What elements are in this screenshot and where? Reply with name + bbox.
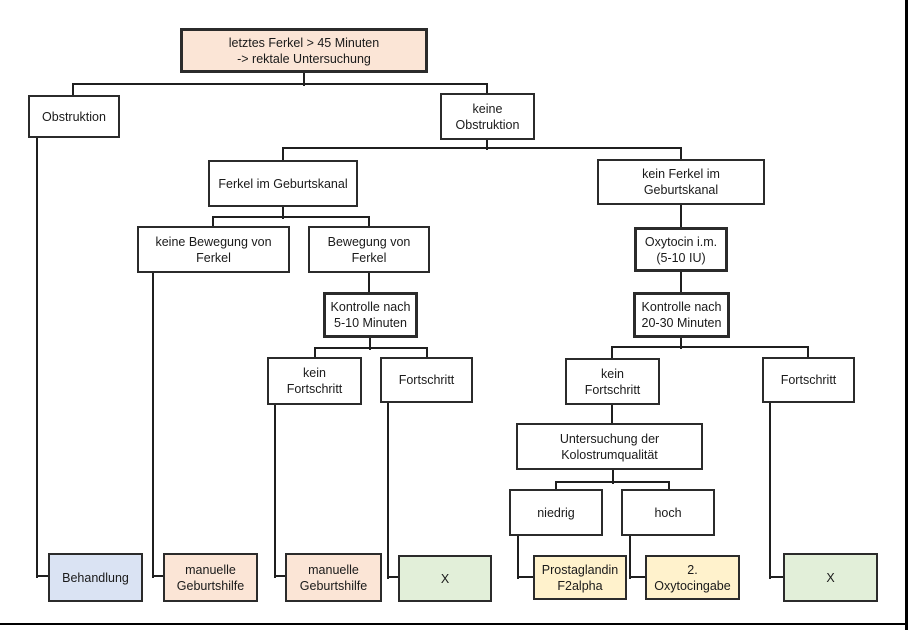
connector-line	[680, 205, 682, 227]
node-label: 2. Oxytocingabe	[654, 562, 731, 593]
node-label: letztes Ferkel > 45 Minuten -> rektale U…	[228, 35, 380, 66]
node-label: niedrig	[537, 505, 575, 520]
node-root: letztes Ferkel > 45 Minuten -> rektale U…	[180, 28, 428, 73]
node-label: X	[826, 570, 835, 585]
node-label: Oxytocin i.m. (5-10 IU)	[644, 234, 718, 265]
node-manuelle-geburtshilfe-1: manuelle Geburtshilfe	[163, 553, 258, 602]
node-kein-fortschritt-rechts: kein Fortschritt	[565, 358, 660, 405]
connector-line	[282, 148, 284, 160]
node-bewegung-von-ferkel: Bewegung von Ferkel	[308, 226, 430, 273]
connector-line	[680, 272, 682, 292]
node-obstruktion: Obstruktion	[28, 95, 120, 138]
connector-line	[517, 536, 519, 579]
connector-line	[680, 338, 682, 349]
node-label: Behandlung	[62, 570, 129, 585]
connector-line	[282, 147, 682, 149]
node-label: Bewegung von Ferkel	[327, 234, 411, 265]
connector-line	[769, 403, 771, 579]
node-label: keine Bewegung von Ferkel	[155, 234, 272, 265]
connector-line	[212, 217, 214, 226]
node-label: kein Fortschritt	[584, 366, 641, 397]
node-kein-fortschritt-links: kein Fortschritt	[267, 357, 362, 405]
connector-line	[807, 347, 809, 357]
node-kein-ferkel-im-geburtskanal: kein Ferkel im Geburtskanal	[597, 159, 765, 205]
connector-line	[769, 576, 784, 578]
node-label: kein Fortschritt	[286, 366, 343, 396]
connector-line	[612, 470, 614, 484]
node-oxytocin: Oxytocin i.m. (5-10 IU)	[634, 227, 728, 272]
connector-line	[314, 347, 428, 349]
connector-line	[629, 576, 646, 578]
node-label: kein Ferkel im Geburtskanal	[642, 167, 720, 197]
node-label: Kontrolle nach 20-30 Minuten	[641, 300, 722, 330]
connector-line	[274, 405, 276, 578]
connector-line	[426, 348, 428, 357]
connector-line	[369, 338, 371, 350]
connector-line	[72, 83, 488, 85]
frame-border-right	[905, 0, 908, 630]
node-hoch: hoch	[621, 489, 715, 536]
node-niedrig: niedrig	[509, 489, 603, 536]
connector-line	[611, 405, 613, 423]
connector-line	[368, 217, 370, 226]
connector-line	[274, 575, 286, 577]
node-label: keine Obstruktion	[455, 101, 520, 132]
connector-line	[36, 138, 38, 578]
node-label: hoch	[654, 505, 682, 520]
node-keine-obstruktion: keine Obstruktion	[440, 93, 535, 140]
connector-line	[668, 482, 670, 490]
node-prostaglandin: Prostaglandin F2alpha	[533, 555, 627, 600]
connector-line	[368, 273, 370, 292]
connector-line	[314, 348, 316, 357]
frame-border-bottom	[0, 623, 908, 625]
node-label: Kontrolle nach 5-10 Minuten	[330, 300, 411, 330]
node-label: Untersuchung der Kolostrumqualität	[559, 431, 660, 462]
node-kontrolle-5-10: Kontrolle nach 5-10 Minuten	[323, 292, 418, 338]
connector-line	[486, 140, 488, 150]
node-behandlung: Behandlung	[48, 553, 143, 602]
node-kontrolle-20-30: Kontrolle nach 20-30 Minuten	[633, 292, 730, 338]
node-manuelle-geburtshilfe-2: manuelle Geburtshilfe	[285, 553, 382, 602]
connector-line	[36, 575, 49, 577]
connector-line	[486, 84, 488, 93]
connector-line	[387, 403, 389, 579]
node-label: manuelle Geburtshilfe	[176, 562, 245, 593]
connector-line	[555, 482, 557, 490]
node-fortschritt-links: Fortschritt	[380, 357, 473, 403]
connector-line	[282, 207, 284, 219]
connector-line	[152, 273, 154, 578]
node-label: Prostaglandin F2alpha	[541, 562, 619, 593]
node-label: Obstruktion	[42, 109, 106, 124]
node-label: manuelle Geburtshilfe	[299, 562, 368, 593]
node-x-links: X	[398, 555, 492, 602]
connector-line	[680, 148, 682, 159]
connector-line	[629, 536, 631, 579]
node-label: Fortschritt	[398, 373, 455, 387]
connector-line	[517, 576, 534, 578]
node-label: Ferkel im Geburtskanal	[218, 176, 348, 191]
connector-line	[555, 481, 670, 483]
connector-line	[303, 73, 305, 86]
connector-line	[611, 346, 809, 348]
connector-line	[72, 84, 74, 95]
node-ferkel-im-geburtskanal: Ferkel im Geburtskanal	[208, 160, 358, 207]
node-label: X	[440, 571, 450, 586]
node-label: Fortschritt	[780, 373, 837, 387]
node-fortschritt-rechts: Fortschritt	[762, 357, 855, 403]
connector-line	[152, 575, 164, 577]
node-x-rechts: X	[783, 553, 878, 602]
connector-line	[212, 216, 370, 218]
node-untersuchung-kolostrum: Untersuchung der Kolostrumqualität	[516, 423, 703, 470]
node-keine-bewegung-von-ferkel: keine Bewegung von Ferkel	[137, 226, 290, 273]
connector-line	[611, 347, 613, 358]
connector-line	[387, 576, 399, 578]
node-oxytocingabe-2: 2. Oxytocingabe	[645, 555, 740, 600]
